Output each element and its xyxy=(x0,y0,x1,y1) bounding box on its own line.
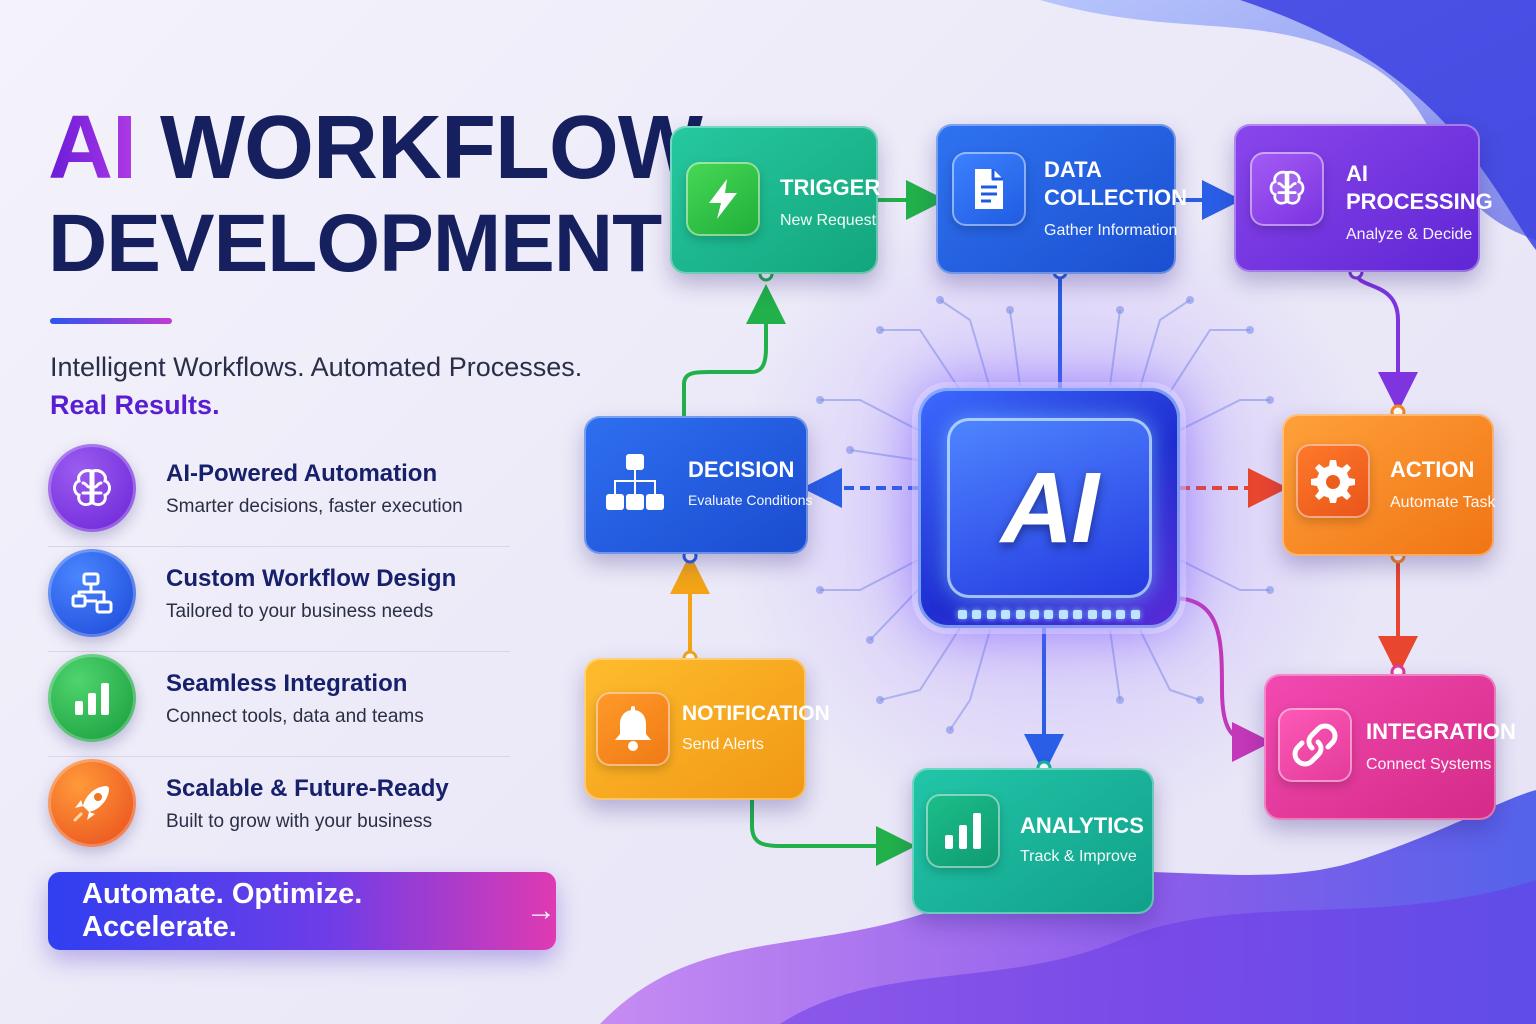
title-ai: AI xyxy=(48,98,137,198)
node-notification[interactable]: NOTIFICATION Send Alerts xyxy=(584,658,830,800)
ai-hub-chip: AI xyxy=(918,388,1180,628)
title-line1: WORKFLOW xyxy=(160,98,703,198)
feature-title: Custom Workflow Design xyxy=(166,565,457,592)
bar-chart-icon xyxy=(926,794,1000,868)
node-subtitle: Track & Improve xyxy=(1020,848,1137,865)
ai-hub-label: AI xyxy=(946,418,1152,598)
cta-button[interactable]: Automate. Optimize. Accelerate. → xyxy=(48,872,556,950)
brain-icon xyxy=(48,444,136,532)
node-title: ANALYTICS xyxy=(1020,813,1144,838)
chip-leds xyxy=(958,610,1140,620)
node-subtitle: Send Alerts xyxy=(682,736,764,753)
bell-icon xyxy=(596,692,670,766)
brain-icon xyxy=(1250,152,1324,226)
feature-title: Scalable & Future-Ready xyxy=(166,775,449,802)
node-subtitle: Evaluate Conditions xyxy=(688,492,813,508)
node-title: ACTION xyxy=(1390,457,1475,482)
hierarchy-icon xyxy=(598,446,672,520)
feature-item: AI-Powered Automation Smarter decisions,… xyxy=(48,442,510,547)
accent-divider xyxy=(50,318,172,324)
node-subtitle: Gather Information xyxy=(1044,222,1178,239)
node-subtitle: Automate Task xyxy=(1390,494,1496,511)
node-title: INTEGRATION xyxy=(1366,719,1516,744)
cta-label: Automate. Optimize. Accelerate. xyxy=(82,878,363,943)
lightning-icon xyxy=(686,162,760,236)
node-action[interactable]: ACTION Automate Task xyxy=(1282,414,1496,556)
node-integration[interactable]: INTEGRATION Connect Systems xyxy=(1264,674,1516,820)
node-title: AI PROCESSING xyxy=(1346,161,1493,214)
feature-item: Scalable & Future-Ready Built to grow wi… xyxy=(48,757,510,862)
node-title: NOTIFICATION xyxy=(682,702,830,725)
feature-item: Seamless Integration Connect tools, data… xyxy=(48,652,510,757)
feature-subtitle: Connect tools, data and teams xyxy=(166,706,424,727)
title-line2: DEVELOPMENT xyxy=(48,198,662,289)
node-title: DECISION xyxy=(688,457,795,482)
node-title: DATA COLLECTION xyxy=(1044,157,1187,210)
rocket-icon xyxy=(48,759,136,847)
feature-title: AI-Powered Automation xyxy=(166,460,438,487)
intro-panel: AI WORKFLOW DEVELOPMENT Intelligent Work… xyxy=(0,0,703,1024)
gear-icon xyxy=(1296,444,1370,518)
link-icon xyxy=(1278,708,1352,782)
document-icon xyxy=(952,152,1026,226)
arrow-right-icon: → xyxy=(526,894,556,927)
node-subtitle: New Request xyxy=(780,212,877,229)
feature-list: AI-Powered Automation Smarter decisions,… xyxy=(48,442,510,862)
tagline-line2: Real Results. xyxy=(50,390,220,420)
node-decision[interactable]: DECISION Evaluate Conditions xyxy=(584,416,813,554)
node-title: TRIGGER xyxy=(780,175,881,200)
node-data-collection[interactable]: DATA COLLECTION Gather Information xyxy=(936,124,1187,274)
feature-subtitle: Tailored to your business needs xyxy=(166,601,434,622)
node-subtitle: Connect Systems xyxy=(1366,756,1492,773)
bar-chart-icon xyxy=(48,654,136,742)
flowchart-icon xyxy=(48,549,136,637)
node-trigger[interactable]: TRIGGER New Request xyxy=(670,126,881,274)
tagline-line1: Intelligent Workflows. Automated Process… xyxy=(50,352,583,382)
feature-title: Seamless Integration xyxy=(166,670,408,697)
node-analytics[interactable]: ANALYTICS Track & Improve xyxy=(912,768,1154,914)
feature-subtitle: Built to grow with your business xyxy=(166,811,433,832)
feature-subtitle: Smarter decisions, faster execution xyxy=(166,496,463,517)
tagline: Intelligent Workflows. Automated Process… xyxy=(50,348,582,424)
node-ai-processing[interactable]: AI PROCESSING Analyze & Decide xyxy=(1234,124,1493,272)
page-title: AI WORKFLOW DEVELOPMENT xyxy=(48,98,703,292)
feature-item: Custom Workflow Design Tailored to your … xyxy=(48,547,510,652)
node-subtitle: Analyze & Decide xyxy=(1346,226,1473,243)
